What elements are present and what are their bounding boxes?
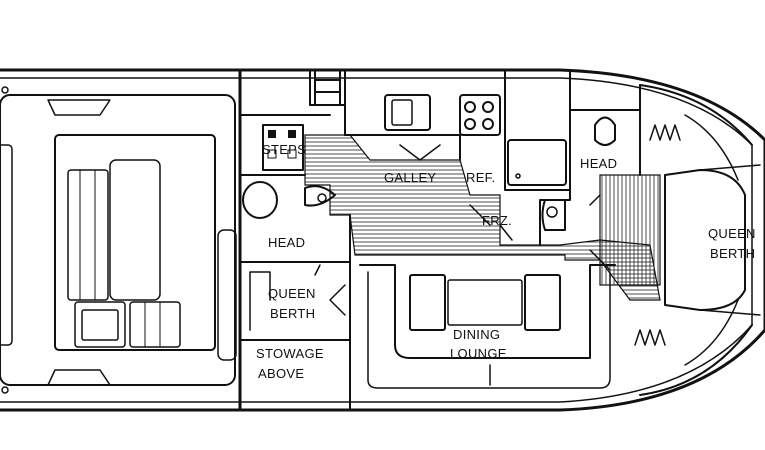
forward-head: HEAD — [539, 69, 641, 271]
forward-cabin: QUEEN BERTH — [634, 84, 761, 396]
stove — [459, 94, 501, 136]
stowage-label-2: ABOVE — [258, 366, 304, 381]
aft-head: HEAD — [239, 181, 351, 263]
steps-label: STEPS — [262, 142, 306, 157]
hull-outline — [0, 68, 765, 412]
head-aft-label: HEAD — [268, 235, 305, 250]
galley-label: GALLEY — [384, 170, 436, 185]
ladder — [314, 69, 341, 106]
queen-berth-fwd-label-2: BERTH — [710, 246, 755, 261]
dining-label-1: DINING — [453, 327, 500, 342]
steps: STEPS — [262, 124, 306, 171]
stowage-label-1: STOWAGE — [256, 346, 324, 361]
refrigerator: FRZ. — [469, 139, 567, 241]
deck-fwd — [599, 174, 661, 286]
dining-label-2: LOUNGE — [450, 346, 507, 361]
ref-label: REF. — [466, 170, 495, 185]
aft-cabin-wall — [239, 114, 331, 176]
queen-berth-aft-label-1: QUEEN — [268, 286, 316, 301]
galley-counter: GALLEY REF. — [344, 69, 571, 191]
sink — [384, 94, 431, 131]
dining-lounge: DINING LOUNGE — [359, 264, 616, 389]
aft-cabin: QUEEN BERTH STOWAGE ABOVE — [239, 261, 351, 411]
hull-inner-outline — [0, 77, 753, 403]
head-fwd-label: HEAD — [580, 156, 617, 171]
queen-berth-aft-label-2: BERTH — [270, 306, 315, 321]
aft-deck — [0, 86, 237, 394]
queen-berth-fwd-label-1: QUEEN — [708, 226, 756, 241]
